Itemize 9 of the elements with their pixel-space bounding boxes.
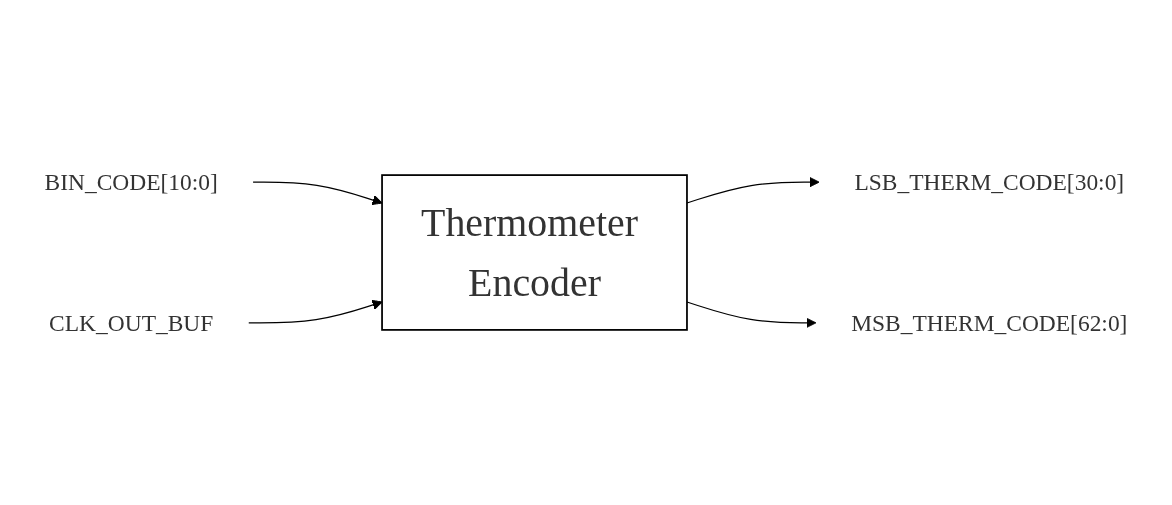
node-text: CLK_OUT_BUF (49, 309, 214, 336)
node-box: Thermometer Encoder (381, 174, 688, 331)
node-text: LSB_THERM_CODE[30:0] (854, 169, 1125, 196)
arrow (686, 176, 820, 204)
node-text: MSB_THERM_CODE[62:0] (851, 309, 1128, 336)
arrow (686, 301, 817, 329)
arrow (252, 181, 383, 206)
arrow (247, 299, 383, 324)
node-text: BIN_CODE[10:0] (44, 169, 218, 196)
